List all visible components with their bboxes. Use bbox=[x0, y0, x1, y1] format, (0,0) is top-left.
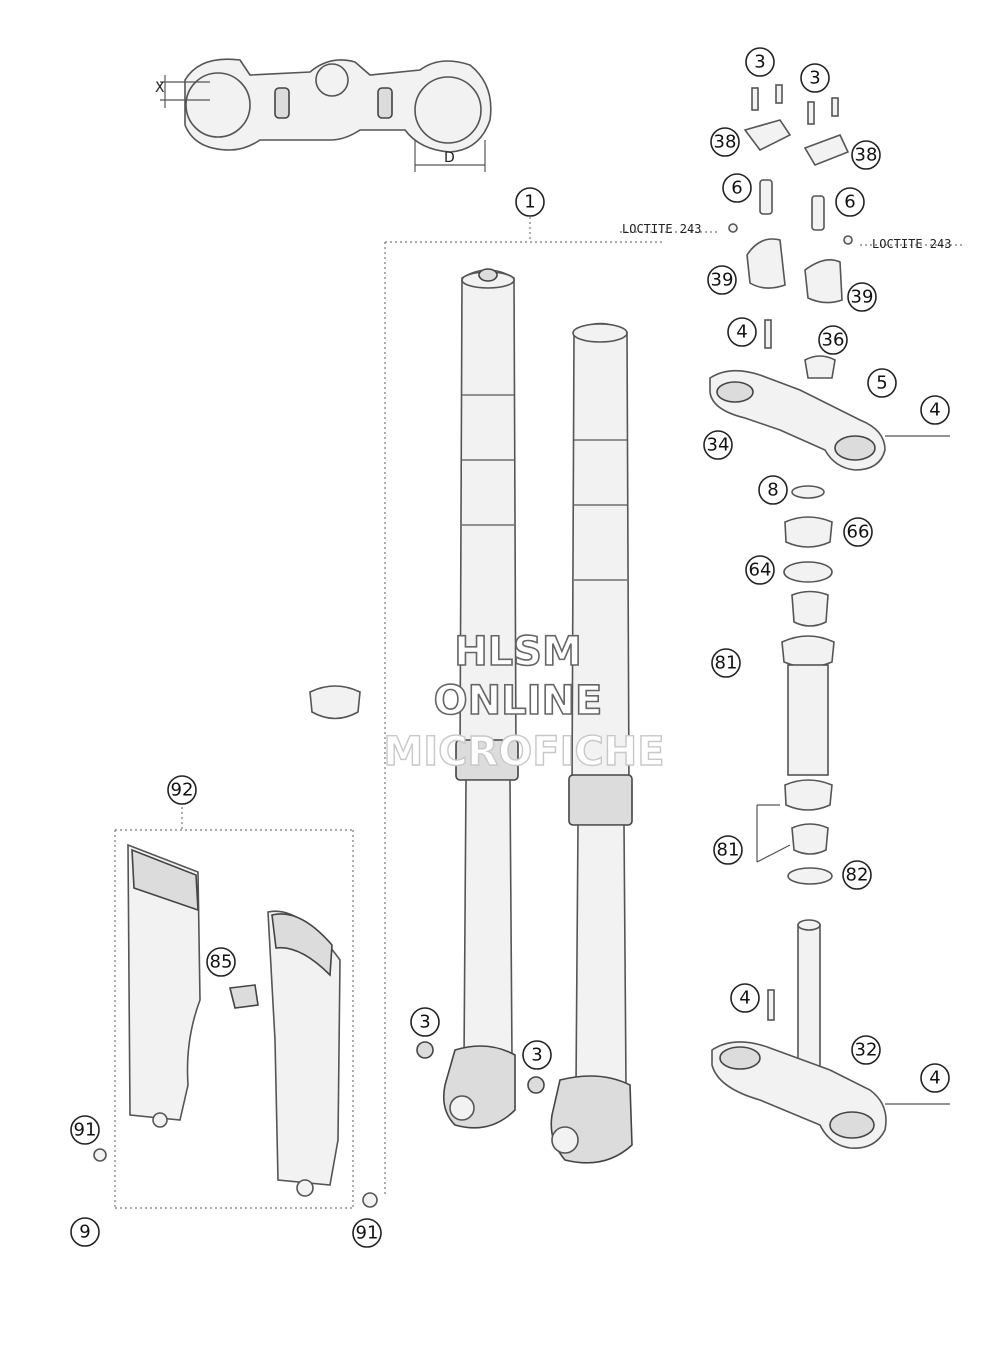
dimension-label-x: X bbox=[155, 80, 165, 96]
callout-3c: 3 bbox=[410, 1007, 440, 1037]
fork-leg-right bbox=[550, 322, 633, 1164]
handlebar-clamp-parts bbox=[728, 84, 853, 304]
callout-85: 85 bbox=[206, 947, 236, 977]
clamp-bolt-right bbox=[527, 1076, 545, 1094]
svg-text:82: 82 bbox=[846, 865, 869, 886]
svg-text:36: 36 bbox=[822, 330, 845, 351]
callout-8: 8 bbox=[758, 475, 788, 505]
guard-screw-left bbox=[93, 1148, 107, 1162]
svg-text:8: 8 bbox=[767, 480, 778, 501]
callout-92: 92 bbox=[167, 775, 197, 805]
svg-text:91: 91 bbox=[74, 1120, 97, 1141]
callout-3b: 3 bbox=[800, 63, 830, 93]
callout-39b: 39 bbox=[847, 282, 877, 312]
svg-text:85: 85 bbox=[210, 952, 233, 973]
callout-32: 32 bbox=[851, 1035, 881, 1065]
leader-lines bbox=[114, 212, 965, 1209]
callout-38b: 38 bbox=[851, 140, 881, 170]
callout-38a: 38 bbox=[710, 127, 740, 157]
callout-4a: 4 bbox=[727, 317, 757, 347]
svg-text:3: 3 bbox=[531, 1045, 542, 1066]
callout-3d: 3 bbox=[522, 1040, 552, 1070]
callout-91b: 91 bbox=[352, 1218, 382, 1248]
callout-6b: 6 bbox=[835, 187, 865, 217]
svg-text:4: 4 bbox=[929, 1068, 940, 1089]
lower-triple-clamp bbox=[711, 919, 950, 1149]
svg-text:91: 91 bbox=[356, 1223, 379, 1244]
callout-1: 1 bbox=[515, 187, 545, 217]
steering-bearings bbox=[781, 485, 835, 885]
guard-screw-right bbox=[362, 1192, 378, 1208]
fork-seal-ring bbox=[309, 685, 361, 720]
svg-text:3: 3 bbox=[809, 68, 820, 89]
callout-82: 82 bbox=[842, 860, 872, 890]
callout-39a: 39 bbox=[707, 265, 737, 295]
svg-text:39: 39 bbox=[851, 287, 874, 308]
top-triple-clamp-detail bbox=[160, 58, 492, 172]
svg-text:4: 4 bbox=[739, 988, 750, 1009]
callout-66: 66 bbox=[843, 517, 873, 547]
upper-triple-clamp bbox=[709, 319, 950, 471]
callout-4c: 4 bbox=[730, 983, 760, 1013]
svg-text:92: 92 bbox=[171, 780, 194, 801]
callout-81b: 81 bbox=[713, 835, 743, 865]
svg-text:66: 66 bbox=[847, 522, 870, 543]
fork-leg-left bbox=[442, 268, 519, 1129]
callout-36: 36 bbox=[818, 325, 848, 355]
fork-guard-left bbox=[127, 843, 201, 1128]
clamp-bolt-left bbox=[416, 1041, 434, 1059]
callout-3a: 3 bbox=[745, 47, 775, 77]
dimension-label-d: D bbox=[444, 150, 455, 166]
fork-guard-right bbox=[267, 910, 341, 1197]
svg-text:5: 5 bbox=[876, 373, 887, 394]
svg-text:81: 81 bbox=[717, 840, 740, 861]
callout-6a: 6 bbox=[722, 173, 752, 203]
callout-9: 9 bbox=[70, 1217, 100, 1247]
svg-text:4: 4 bbox=[736, 322, 747, 343]
svg-text:39: 39 bbox=[711, 270, 734, 291]
callout-91a: 91 bbox=[70, 1115, 100, 1145]
svg-text:32: 32 bbox=[855, 1040, 878, 1061]
svg-text:81: 81 bbox=[715, 653, 738, 674]
svg-text:1: 1 bbox=[524, 192, 535, 213]
watermark-line2: ONLINE bbox=[434, 678, 603, 724]
svg-text:38: 38 bbox=[714, 132, 737, 153]
svg-text:3: 3 bbox=[754, 52, 765, 73]
svg-text:6: 6 bbox=[844, 192, 855, 213]
svg-text:3: 3 bbox=[419, 1012, 430, 1033]
svg-text:64: 64 bbox=[749, 560, 772, 581]
callout-81a: 81 bbox=[711, 648, 741, 678]
watermark-line1: HLSM bbox=[454, 629, 582, 675]
loctite-label-2: LOCTITE 243 bbox=[872, 237, 951, 251]
guard-clip bbox=[229, 984, 259, 1009]
watermark-line3: MICROFICHE bbox=[383, 729, 664, 775]
callout-4d: 4 bbox=[920, 1063, 950, 1093]
loctite-label-1: LOCTITE 243 bbox=[622, 222, 701, 236]
callout-5: 5 bbox=[867, 368, 897, 398]
svg-text:38: 38 bbox=[855, 145, 878, 166]
svg-text:34: 34 bbox=[707, 435, 730, 456]
callout-64: 64 bbox=[745, 555, 775, 585]
svg-text:6: 6 bbox=[731, 178, 742, 199]
svg-text:9: 9 bbox=[79, 1222, 90, 1243]
callout-4b: 4 bbox=[920, 395, 950, 425]
callout-34: 34 bbox=[703, 430, 733, 460]
svg-text:4: 4 bbox=[929, 400, 940, 421]
